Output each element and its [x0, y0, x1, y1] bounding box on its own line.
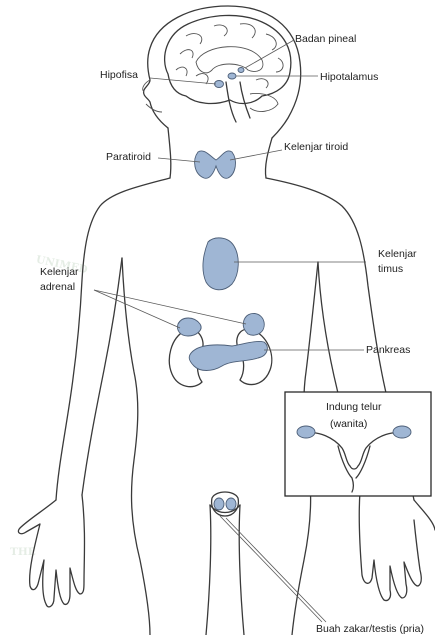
label-hipotalamus: Hipotalamus — [320, 71, 378, 83]
right-adrenal-gland — [243, 313, 264, 335]
testis-left — [214, 498, 224, 510]
pineal-gland — [238, 68, 244, 73]
label-pankreas: Pankreas — [366, 344, 410, 356]
leg-inner-left — [206, 505, 211, 635]
label-kelenjar-adrenal-1: Kelenjar — [40, 266, 79, 278]
leg-inner-right — [239, 505, 244, 635]
ovary-left — [297, 426, 315, 438]
label-indung-telur: Indung telur — [326, 401, 382, 413]
body-outline — [18, 6, 435, 635]
torso-left — [122, 258, 150, 635]
ovary-right — [393, 426, 411, 438]
label-buah-zakar: Buah zakar/testis (pria) — [316, 623, 424, 635]
left-adrenal-gland — [177, 318, 201, 336]
label-kelenjar-timus-1: Kelenjar — [378, 248, 417, 260]
thymus-gland — [203, 238, 238, 290]
abdominal-organs — [169, 313, 271, 386]
neck-left — [168, 128, 171, 178]
label-badan-pineal: Badan pineal — [295, 33, 356, 45]
label-paratiroid: Paratiroid — [106, 151, 151, 163]
watermark: UNIMED THE — [10, 254, 89, 558]
ovary-inset: Indung telur (wanita) — [285, 392, 431, 496]
label-hipofisa: Hipofisa — [100, 69, 138, 81]
brain — [165, 15, 291, 122]
brain-stem — [226, 82, 250, 122]
testis-right — [226, 498, 236, 510]
left-arm-outer — [56, 178, 170, 500]
label-kelenjar-adrenal-2: adrenal — [40, 281, 75, 293]
thyroid-shape — [195, 151, 236, 178]
right-hand — [359, 492, 435, 601]
pancreas-gland — [189, 341, 267, 370]
brain-inner — [196, 47, 263, 73]
labels: Badan pineal Hipofisa Hipotalamus Parati… — [40, 33, 424, 635]
neck-right — [265, 138, 272, 178]
thyroid-gland — [195, 151, 236, 178]
hypothalamus — [228, 73, 236, 79]
label-kelenjar-tiroid: Kelenjar tiroid — [284, 141, 348, 153]
label-kelenjar-timus-2: timus — [378, 263, 403, 275]
label-wanita: (wanita) — [330, 418, 367, 430]
